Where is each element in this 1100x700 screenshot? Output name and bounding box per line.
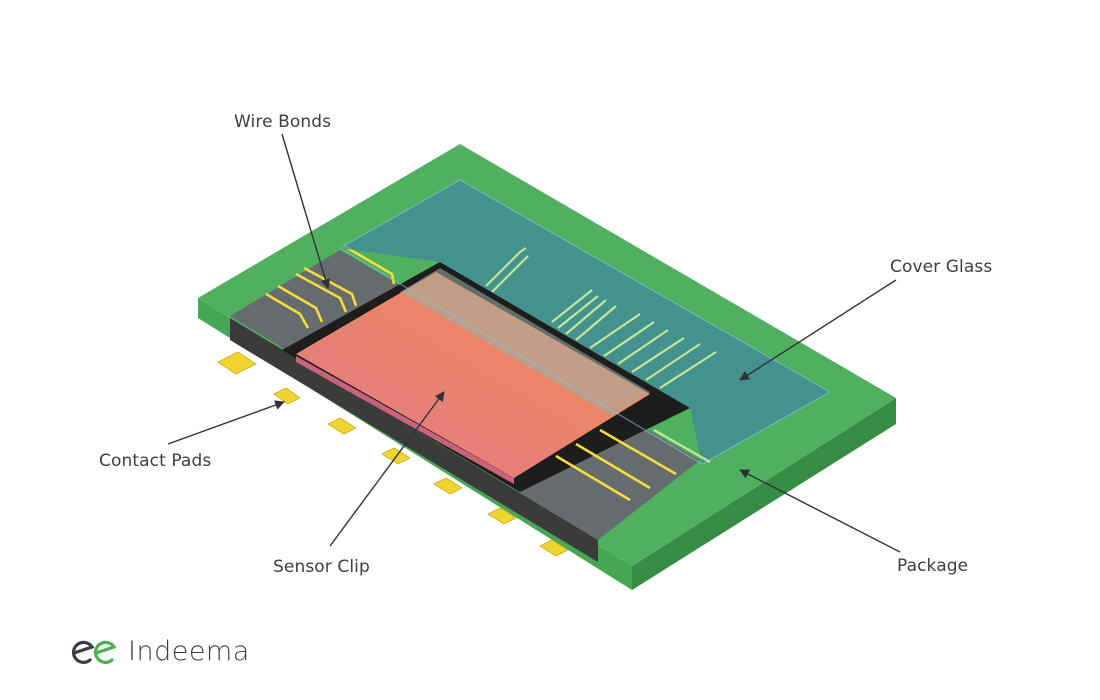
wire-bond xyxy=(589,313,641,349)
contact-pad xyxy=(273,387,301,405)
cover-glass-over-clip xyxy=(400,268,650,416)
substrate-side-face xyxy=(230,318,598,562)
wire-bond xyxy=(653,429,711,463)
label-contact-pads: Contact Pads xyxy=(99,451,212,471)
contact-pad xyxy=(433,477,463,495)
wire-bonds xyxy=(265,244,677,502)
label-cover-glass: Cover Glass xyxy=(890,257,993,277)
wire-bond xyxy=(575,305,617,341)
wire-bond xyxy=(575,442,651,490)
package-side-right xyxy=(632,398,896,590)
leader-contact-pads xyxy=(167,400,285,445)
leader-wire-bonds xyxy=(281,133,331,289)
brand-logo: Indeema xyxy=(70,636,250,667)
wire-bonds-under-glass xyxy=(485,247,717,463)
leader-cover-glass xyxy=(739,279,897,381)
leader-package xyxy=(739,469,901,553)
wire-bond xyxy=(343,244,396,285)
label-wire-bonds: Wire Bonds xyxy=(234,112,332,132)
cover-glass-outline xyxy=(338,179,832,465)
wire-bond xyxy=(303,266,358,307)
label-package: Package xyxy=(897,556,969,576)
wire-bond xyxy=(265,292,310,329)
cover-glass xyxy=(338,179,832,465)
wire-bond xyxy=(645,343,701,381)
brand-name: Indeema xyxy=(128,636,250,667)
sensor-clip-edge xyxy=(296,356,514,484)
wire-bond xyxy=(617,329,669,365)
ee-logo-icon xyxy=(71,640,117,664)
wire-bond xyxy=(631,337,685,373)
wire-bond xyxy=(551,289,593,323)
contact-pad xyxy=(217,351,257,375)
wire-bond xyxy=(599,428,677,476)
wire-bond xyxy=(565,299,607,335)
contact-pad xyxy=(539,539,569,557)
wire-bond xyxy=(491,255,529,293)
wire-bond xyxy=(485,247,527,287)
wire-bond xyxy=(659,351,717,389)
contact-pad xyxy=(327,417,357,435)
wire-bond xyxy=(557,295,599,329)
wire-bond xyxy=(277,284,324,323)
sensor-clip xyxy=(296,272,650,484)
wire-bond xyxy=(603,321,655,357)
wire-bond xyxy=(295,272,348,313)
wire-bond xyxy=(555,454,631,502)
cover-glass-pane xyxy=(340,180,830,464)
label-sensor-clip: Sensor Clip xyxy=(273,557,370,577)
leader-sensor-clip xyxy=(329,391,445,547)
sensor-clip-top xyxy=(296,272,650,478)
leader-lines xyxy=(167,133,901,553)
contact-pad xyxy=(487,507,517,525)
